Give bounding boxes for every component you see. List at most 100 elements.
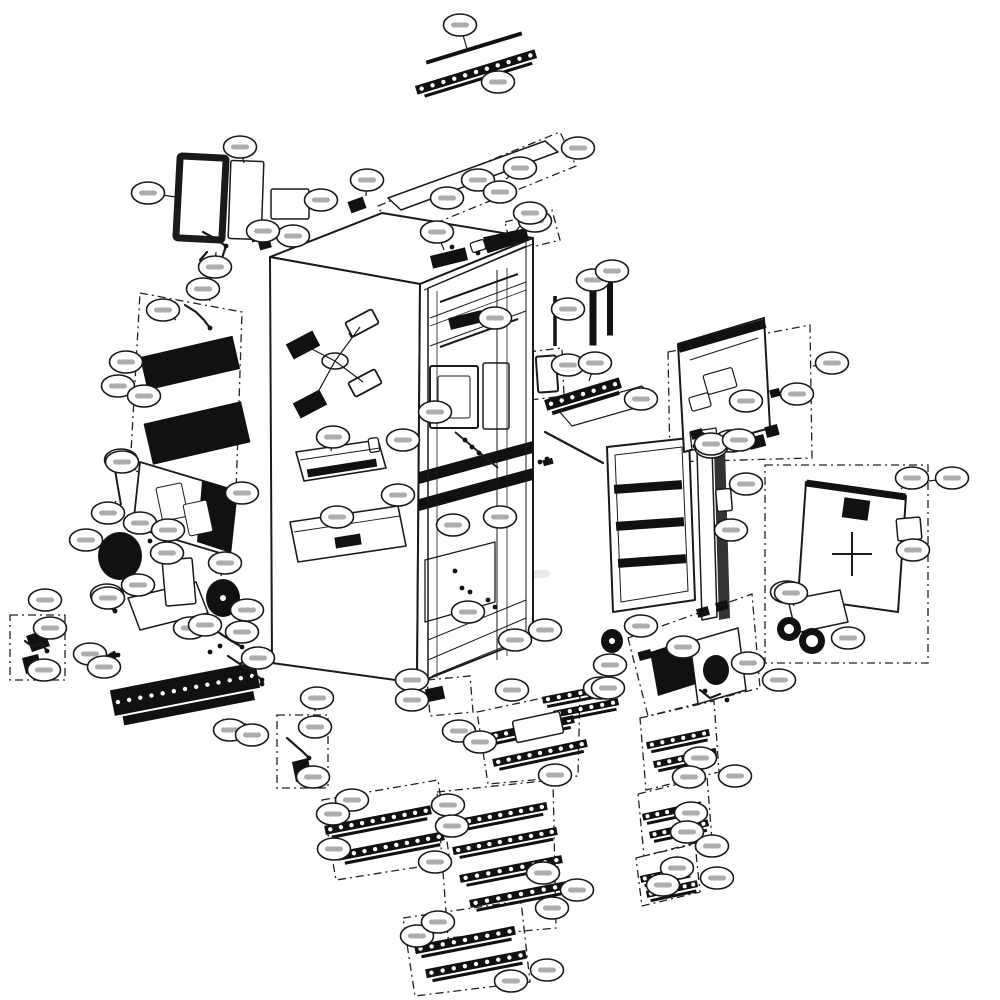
part-silhouette: [805, 479, 907, 501]
rail-slide: [449, 812, 544, 834]
rail-hole: [518, 808, 524, 814]
rail-hole: [569, 744, 574, 749]
part-silhouette: [764, 424, 780, 438]
callout-number-smudge: [109, 383, 127, 389]
callout-balloon: [417, 850, 453, 874]
rail-hole: [238, 675, 244, 681]
callout-balloons: [26, 13, 970, 993]
rail-hole: [649, 742, 654, 747]
callout-number-smudge: [674, 644, 692, 650]
screw-dot: [476, 450, 482, 456]
rail-hole: [548, 401, 554, 406]
rail-hole: [496, 759, 501, 765]
rail-hole: [507, 955, 512, 960]
callout-number-smudge: [489, 79, 507, 85]
wire-part: [285, 736, 311, 760]
rail-hole: [677, 757, 682, 762]
callout-number-smudge: [569, 145, 587, 151]
rail-hole: [517, 56, 522, 61]
rail-slide: [459, 837, 554, 859]
callout-balloon: [623, 387, 659, 411]
callout-number-smudge: [739, 660, 757, 666]
callout-number-smudge: [394, 437, 412, 443]
callout-balloon: [27, 588, 63, 612]
callout-balloon: [120, 573, 156, 597]
rail-hole: [466, 845, 471, 851]
callout-balloon: [394, 668, 430, 692]
rail-hole: [497, 839, 502, 845]
callout-number-smudge: [702, 441, 720, 447]
callout-balloon: [380, 483, 416, 507]
callout-number-smudge: [584, 277, 602, 283]
rail-hole: [205, 682, 210, 687]
callout-number-smudge: [95, 664, 113, 670]
part-outline: [172, 152, 230, 244]
part-silhouette: [143, 401, 251, 465]
callout-number-smudge: [358, 177, 376, 183]
structure-line: [439, 273, 519, 303]
callout-balloon: [299, 686, 335, 710]
part-silhouette: [197, 481, 237, 553]
callout-number-smudge: [534, 870, 552, 876]
rail-hole: [370, 818, 375, 824]
rail-part: [414, 925, 516, 959]
part-silhouette: [696, 606, 710, 618]
part-outline: [702, 367, 738, 395]
rail-hole: [455, 847, 461, 853]
callout-number-smudge: [343, 797, 361, 803]
callout-number-smudge: [691, 755, 709, 761]
part-outline: [270, 188, 310, 220]
callout-balloon: [100, 374, 136, 398]
screw-dot: [44, 648, 50, 654]
callout-balloon: [224, 620, 260, 644]
callout-number-smudge: [113, 459, 131, 465]
part-silhouette: [448, 310, 484, 330]
callout-balloon: [779, 382, 815, 406]
screw-dot: [207, 325, 213, 331]
rail-hole: [529, 806, 534, 812]
rail-hole: [591, 388, 596, 393]
screw-dot: [259, 677, 265, 683]
callout-balloon: [303, 188, 339, 212]
callout-balloon: [442, 13, 478, 37]
callout-balloon: [334, 788, 370, 812]
callout-number-smudge: [443, 823, 461, 829]
rail-hole: [652, 832, 657, 837]
callout-balloon: [773, 581, 809, 605]
callout-number-smudge: [903, 475, 921, 481]
callout-number-smudge: [312, 197, 330, 203]
callout-number-smudge: [439, 802, 457, 808]
callout-balloon: [669, 820, 705, 844]
callout-balloon: [525, 861, 561, 885]
rail-hole: [429, 970, 434, 975]
callout-number-smudge: [521, 210, 539, 216]
rail-hole: [486, 871, 491, 876]
part-silhouette: [419, 441, 533, 484]
callout-balloon: [394, 688, 430, 712]
rail-hole: [554, 857, 559, 863]
rail-part: [552, 698, 620, 723]
callout-number-smudge: [81, 651, 99, 657]
callout-balloon: [319, 505, 355, 529]
callout-balloon: [717, 764, 753, 788]
rail-hole: [404, 840, 410, 846]
callout-number-smudge: [904, 547, 922, 553]
rail-part: [324, 805, 432, 839]
rail-hole: [507, 929, 512, 934]
callout-balloon: [349, 168, 385, 192]
callout-number-smudge: [308, 695, 326, 701]
callout-balloon: [671, 765, 707, 789]
callout-balloon: [385, 428, 421, 452]
callout-number-smudge: [196, 622, 214, 628]
callout-number-smudge: [238, 607, 256, 613]
rail-hole: [660, 740, 665, 745]
rail-hole: [662, 830, 667, 835]
rail-hole: [160, 691, 165, 696]
rail-hole: [548, 748, 553, 753]
part-outline: [347, 368, 383, 398]
callout-balloon: [512, 201, 548, 225]
callout-balloon: [477, 306, 513, 330]
part-silhouette: [347, 196, 367, 214]
rail-slide: [650, 738, 708, 754]
rail-hole: [496, 896, 501, 901]
